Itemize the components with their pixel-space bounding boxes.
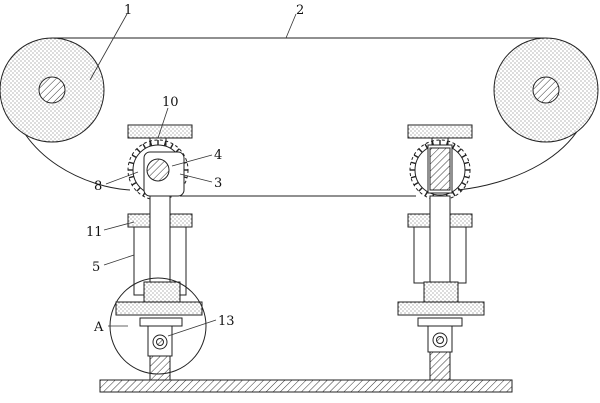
gear-tooth [128,175,135,179]
callout-8: 8 [94,179,102,194]
gear-tooth [142,143,147,149]
callout-4: 4 [214,148,222,163]
callout-3: 3 [214,176,222,191]
gear-tooth [410,161,417,165]
callout-5: 5 [92,260,100,275]
leader-lines [89,13,297,337]
left-support [109,124,207,381]
left-shaft [146,158,170,182]
gear-tooth [424,143,429,149]
callout-a: A [93,320,104,335]
gear-tooth [131,181,137,186]
gear-tooth [136,187,141,192]
gear-tooth [136,148,141,153]
ground-base [99,379,513,393]
callout-13: 13 [218,314,235,329]
gear-tooth [451,143,456,149]
gear-tooth [163,140,167,147]
callout-labels: 1 2 3 4 5 8 10 11 13 A [86,3,304,335]
right-support [397,124,485,381]
gear-tooth [410,175,417,179]
gear-tooth [131,154,137,159]
gear-tooth [418,187,423,192]
gear-tooth [463,161,470,165]
gear-tooth [463,175,470,179]
callout-2: 2 [296,3,304,18]
gear-tooth [461,181,467,186]
gear-tooth [169,143,174,149]
gear-tooth [457,187,462,192]
right-roller [493,37,599,143]
right-lower-plate [397,301,485,316]
gear-tooth [413,181,419,186]
right-shaft [429,147,451,191]
gear-tooth [424,191,429,197]
gear-tooth [149,140,153,147]
gear-tooth [457,148,462,153]
gear-tooth [128,161,135,165]
left-roller [0,37,105,143]
gear-tooth [418,148,423,153]
callout-10: 10 [162,95,179,110]
gear-tooth [461,154,467,159]
right-top-plate [407,124,473,139]
callout-11: 11 [86,225,103,240]
gear-tooth [413,154,419,159]
left-lower-plate [115,301,203,316]
gear-tooth [451,191,456,197]
callout-1: 1 [124,3,132,18]
